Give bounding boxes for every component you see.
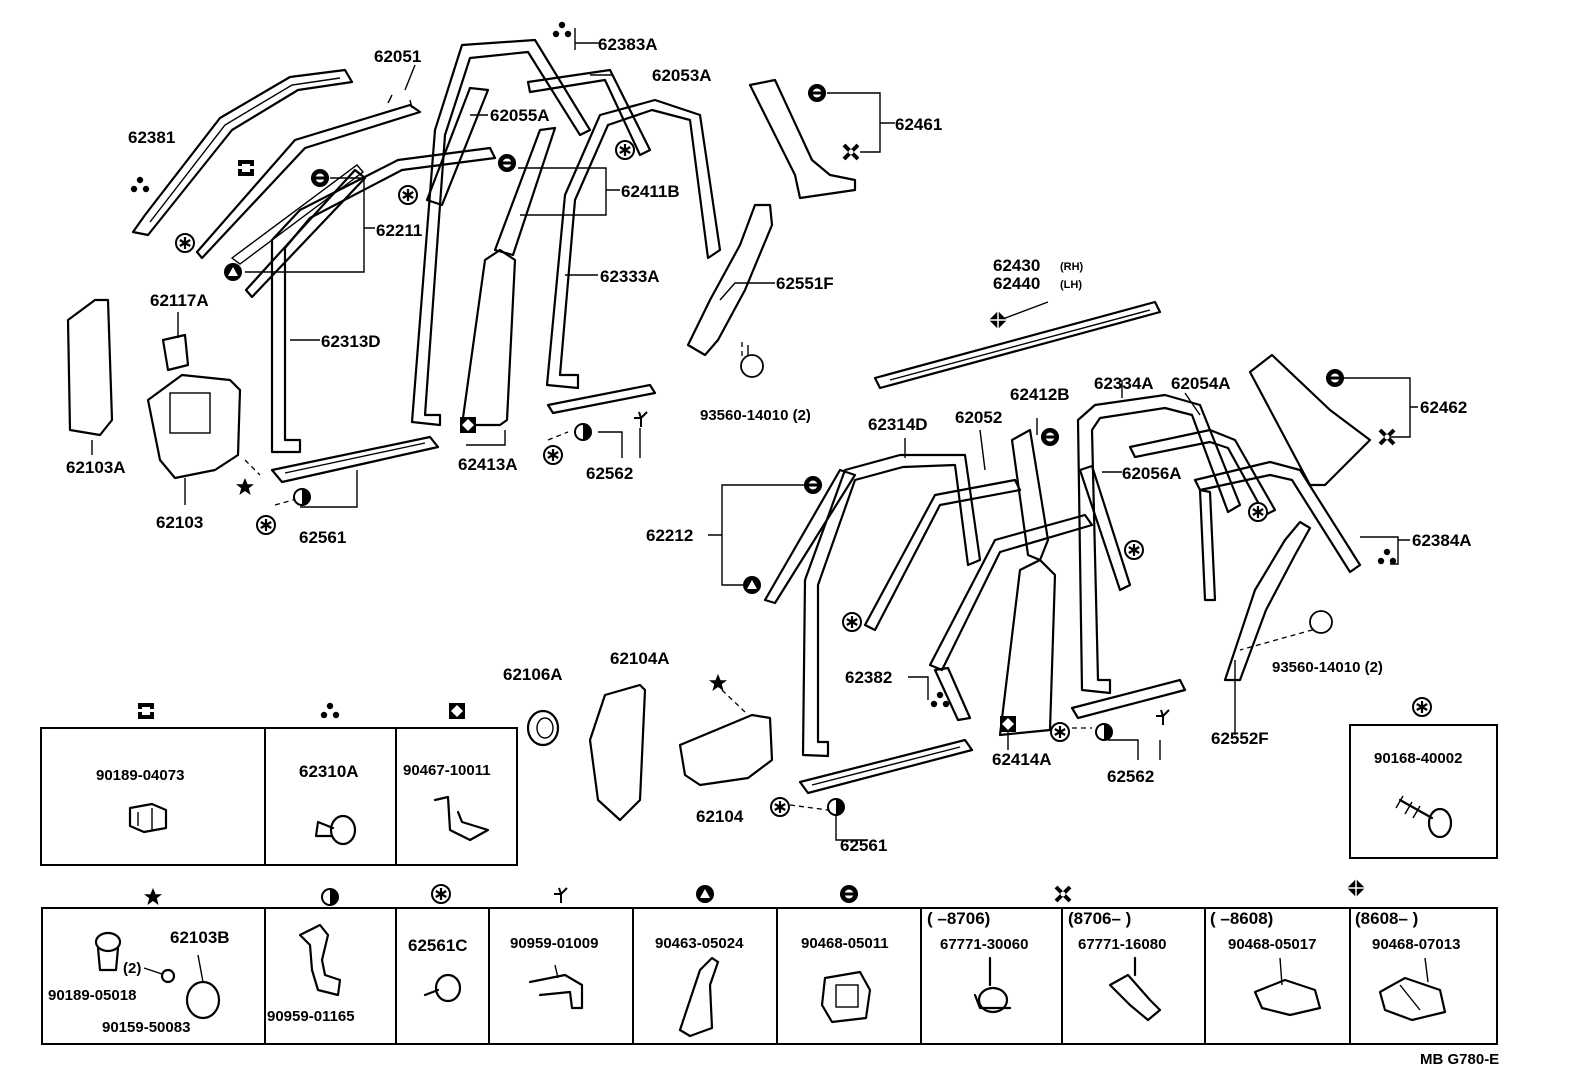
- legend-sym-halfcircle-icon: [321, 888, 339, 906]
- callout-62051: 62051: [374, 47, 421, 66]
- table-range-8706-from: (8706– ): [1068, 909, 1131, 928]
- callout-62384A: 62384A: [1412, 531, 1472, 550]
- table-part-67771-16080: 67771-16080: [1078, 936, 1166, 953]
- table-range-8706-upto: ( –8706): [927, 909, 990, 928]
- callout-62561-a: 62561: [299, 528, 346, 547]
- callout-62462: 62462: [1420, 398, 1467, 417]
- table-part-90467-10011: 90467-10011: [403, 762, 491, 779]
- table-part-62310A: 62310A: [299, 762, 359, 781]
- callout-62055A: 62055A: [490, 106, 550, 125]
- table-part-90468-07013: 90468-07013: [1372, 936, 1460, 953]
- callout-labels: 62381 62051 62383A 62053A 62055A 62461 6…: [66, 35, 1472, 855]
- table-range-8608-from: (8608– ): [1355, 909, 1418, 928]
- callout-62562-b: 62562: [1107, 767, 1154, 786]
- callout-62562-a: 62562: [586, 464, 633, 483]
- screw-90168-40002-icon: [1395, 795, 1453, 839]
- callout-62104A: 62104A: [610, 649, 670, 668]
- bracket-90959-01165-icon: [298, 923, 342, 997]
- callout-62561-b: 62561: [840, 836, 887, 855]
- table-part-90463-05024: 90463-05024: [655, 935, 744, 952]
- callout-62313D: 62313D: [321, 332, 381, 351]
- callout-62103A: 62103A: [66, 458, 126, 477]
- screw-90159-50083-icon: [143, 967, 176, 984]
- callout-62383A: 62383A: [598, 35, 658, 54]
- callout-62054A: 62054A: [1171, 374, 1231, 393]
- callout-62552F: 62552F: [1211, 729, 1269, 748]
- legend-sym-diamond4-icon: [1346, 878, 1366, 898]
- callout-62314D: 62314D: [868, 415, 928, 434]
- clip-90463-05024-icon: [678, 956, 720, 1038]
- callout-62413A: 62413A: [458, 455, 518, 474]
- clip-67771-16080-icon: [1108, 956, 1162, 1022]
- table-part-90189-04073: 90189-04073: [96, 767, 184, 784]
- clip-90189-04073-icon: [128, 802, 168, 834]
- callout-62333A: 62333A: [600, 267, 660, 286]
- clip-90468-05011-icon: [820, 970, 872, 1024]
- table-qty-2: (2): [123, 960, 141, 977]
- clip-90468-07013-icon: [1378, 957, 1447, 1022]
- callout-62411B: 62411B: [621, 182, 680, 201]
- table-part-90468-05017: 90468-05017: [1228, 936, 1316, 953]
- callout-93560-b: 93560-14010 (2): [1272, 659, 1383, 676]
- callout-62117A: 62117A: [150, 291, 209, 310]
- clip-62561C-icon: [423, 973, 462, 1003]
- legend-sym-asterisk2-icon: [430, 883, 452, 905]
- callout-rh-tag: (RH): [1060, 261, 1084, 273]
- bracket-90467-10011-icon: [433, 795, 490, 842]
- legend-sym-star-icon: [144, 888, 162, 905]
- callout-62412B: 62412B: [1010, 385, 1070, 404]
- callout-62414A: 62414A: [992, 750, 1052, 769]
- table-part-90159-50083: 90159-50083: [102, 1019, 190, 1036]
- clip-90468-05017-icon: [1253, 957, 1322, 1017]
- fastener-table-top: 90189-04073 62310A 90467-10011: [40, 702, 518, 866]
- callout-62381: 62381: [128, 128, 175, 147]
- callout-62382: 62382: [845, 668, 892, 687]
- callout-62430: 62430: [993, 256, 1040, 275]
- screw-62310A-icon: [314, 814, 357, 846]
- table-part-62103B: 62103B: [170, 928, 230, 947]
- legend-sym-dots-icon: [320, 702, 340, 719]
- fastener-table-bottom: 62103B (2) 90189-05018 90159-50083 90959…: [41, 878, 1498, 1045]
- legend-sym-ring-icon: [840, 885, 858, 903]
- callout-62551F: 62551F: [776, 274, 834, 293]
- legend-sym-pin-icon: [553, 887, 568, 904]
- callout-lh-tag: (LH): [1060, 279, 1082, 291]
- clip-90189-05018-icon: [94, 931, 122, 972]
- callout-62461: 62461: [895, 115, 942, 134]
- clip-67771-30060-icon: [973, 956, 1012, 1014]
- callout-62334A: 62334A: [1094, 374, 1154, 393]
- callout-62104: 62104: [696, 807, 744, 826]
- callout-62211: 62211: [376, 221, 422, 240]
- callout-62053A: 62053A: [652, 66, 712, 85]
- callout-62056A: 62056A: [1122, 464, 1182, 483]
- table-part-90189-05018: 90189-05018: [48, 987, 136, 1004]
- callout-62103: 62103: [156, 513, 203, 532]
- footer-code: MB G780-E: [1420, 1051, 1499, 1068]
- legend-sym-x-icon: [1054, 885, 1072, 903]
- callout-62106A: 62106A: [503, 665, 563, 684]
- callout-62052: 62052: [955, 408, 1002, 427]
- table-part-67771-30060: 67771-30060: [940, 936, 1028, 953]
- legend-sym-triangle-icon: [696, 885, 714, 903]
- part-drawings: [66, 38, 1372, 822]
- legend-sym-diamond-icon: [449, 703, 465, 719]
- table-range-8608-upto: ( –8608): [1210, 909, 1273, 928]
- fastener-table-right: 90168-40002: [1349, 696, 1498, 859]
- table-part-90468-05011: 90468-05011: [801, 935, 889, 952]
- table-part-90168-40002: 90168-40002: [1374, 750, 1462, 767]
- legend-sym-clip-icon: [138, 703, 154, 719]
- table-part-62561C: 62561C: [408, 936, 468, 955]
- bracket-90959-01009-icon: [528, 964, 584, 1010]
- legend-sym-asterisk-icon: [1411, 696, 1433, 718]
- callout-93560-a: 93560-14010 (2): [700, 407, 811, 424]
- ring-62103B-icon: [185, 954, 221, 1020]
- callout-62440: 62440: [993, 274, 1040, 293]
- table-part-90959-01009: 90959-01009: [510, 935, 598, 952]
- callout-62212: 62212: [646, 526, 693, 545]
- table-part-90959-01165: 90959-01165: [267, 1008, 355, 1025]
